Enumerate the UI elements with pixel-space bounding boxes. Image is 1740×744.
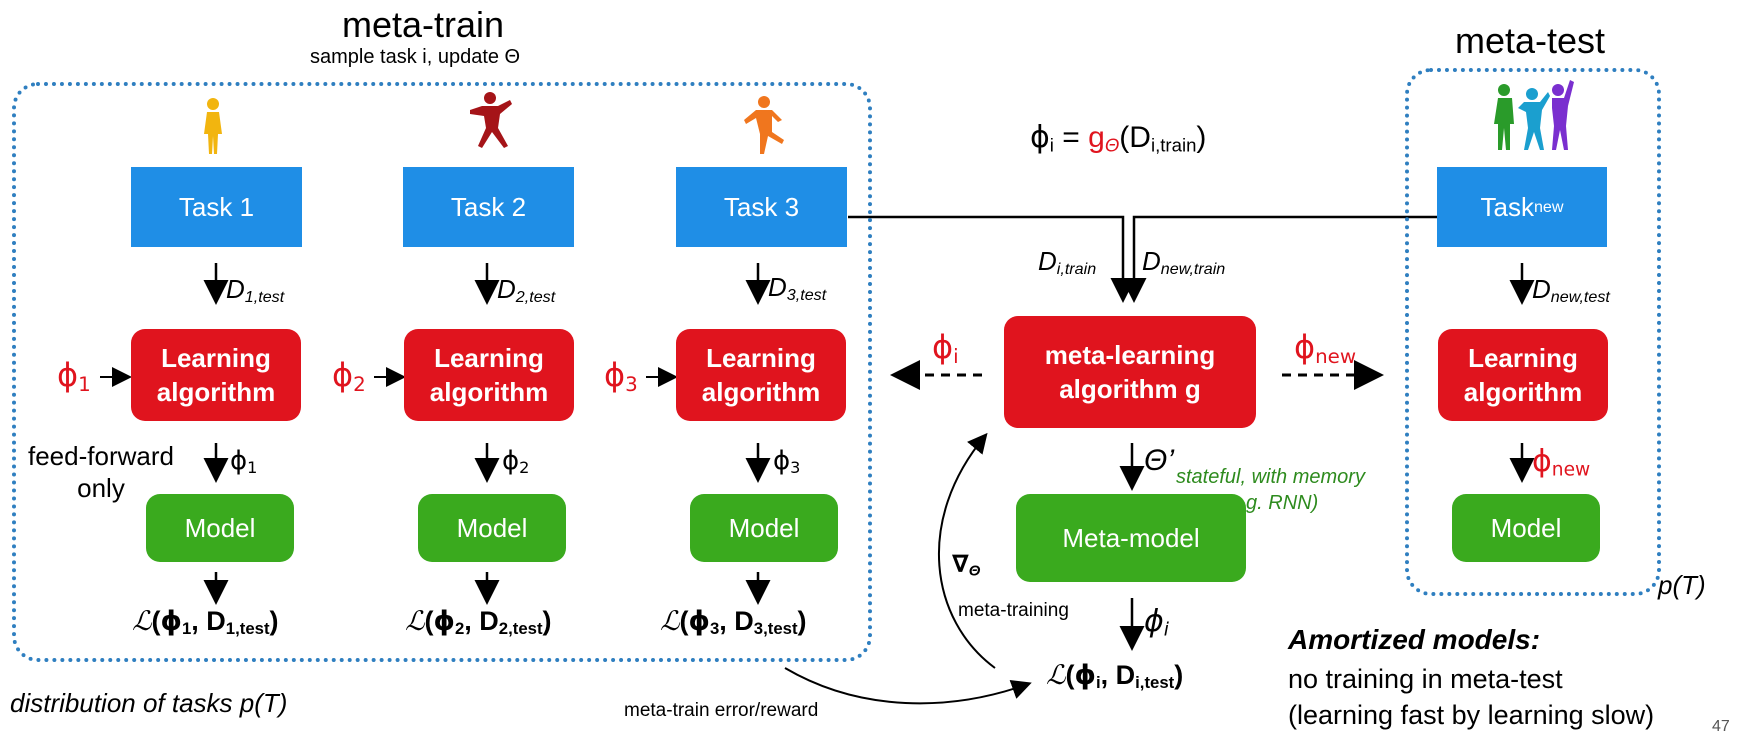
model-new-box: Model [1452, 494, 1600, 562]
phi-new-label: ϕnew [1532, 444, 1591, 481]
meta-train-region [12, 82, 872, 662]
task-2-box: Task 2 [403, 167, 574, 247]
meta-model-box: Meta-model [1016, 494, 1246, 582]
person-standing-icon [204, 98, 222, 154]
phi-2-input: ϕ2 [332, 356, 366, 396]
learning-algorithm-new-box: Learning algorithm [1438, 329, 1608, 421]
d-new-train-label: Dnew,train [1142, 246, 1226, 279]
loss-1: ℒ(ϕ1, D1,test) [132, 606, 279, 639]
meta-training-label: meta-training [958, 600, 1069, 621]
meta-test-title: meta-test [1455, 20, 1606, 61]
phi-i-output-label: ϕi [932, 328, 959, 368]
d-3-test-label: D3,test [768, 272, 827, 305]
task-3-box: Task 3 [676, 167, 847, 247]
phi-new-output-label: ϕnew [1294, 328, 1357, 368]
meta-learning-algorithm-box: meta-learning algorithm g [1004, 316, 1256, 428]
meta-train-subtitle: sample task i, update Θ [310, 46, 521, 68]
phi-2-label: ϕ2 [502, 446, 530, 478]
phi-i-meta-label: ϕi [1144, 604, 1169, 641]
loss-3: ℒ(ϕ3, D3,test) [660, 606, 807, 639]
loss-i: ℒ(ϕi, Di,test) [1046, 660, 1184, 693]
model-1-box: Model [146, 494, 294, 562]
p-t-label: p(T) [1658, 570, 1706, 600]
learning-algorithm-2-box: Learning algorithm [404, 329, 574, 421]
amortized-line-1: no training in meta-test [1288, 664, 1563, 694]
amortized-line-2: (learning fast by learning slow) [1288, 700, 1655, 730]
phi-3-input: ϕ3 [604, 356, 638, 396]
meta-train-title: meta-train [342, 4, 505, 45]
d-2-test-label: D2,test [497, 274, 556, 307]
error-reward-label: meta-train error/reward [624, 700, 819, 721]
gradient-label: ∇Θ [952, 551, 981, 580]
d-i-train-label: Di,train [1038, 246, 1097, 279]
person-kicking-icon [744, 96, 784, 154]
page-number: 47 [1712, 718, 1730, 735]
phi-1-label: ϕ1 [230, 446, 258, 478]
learning-algorithm-3-box: Learning algorithm [676, 329, 846, 421]
phi-1-input: ϕ1 [57, 356, 91, 396]
d-new-test-label: Dnew,test [1532, 274, 1610, 307]
phi-equation: ϕi = gΘ(Di,train) [1030, 120, 1207, 156]
loss-2: ℒ(ϕ2, D2,test) [405, 606, 552, 639]
theta-prime-label: Θ’ [1144, 444, 1174, 477]
amortized-title: Amortized models: [1288, 624, 1541, 655]
person-running-icon [470, 92, 512, 148]
model-2-box: Model [418, 494, 566, 562]
group-dancing-icon [1494, 80, 1574, 150]
task-1-box: Task 1 [131, 167, 302, 247]
phi-3-label: ϕ3 [773, 446, 801, 478]
feed-forward-note: feed-forward only [28, 441, 174, 503]
model-3-box: Model [690, 494, 838, 562]
learning-algorithm-1-box: Learning algorithm [131, 329, 301, 421]
meta-test-region [1405, 68, 1661, 596]
distribution-label: distribution of tasks p(T) [10, 688, 288, 718]
d-1-test-label: D1,test [226, 274, 285, 307]
